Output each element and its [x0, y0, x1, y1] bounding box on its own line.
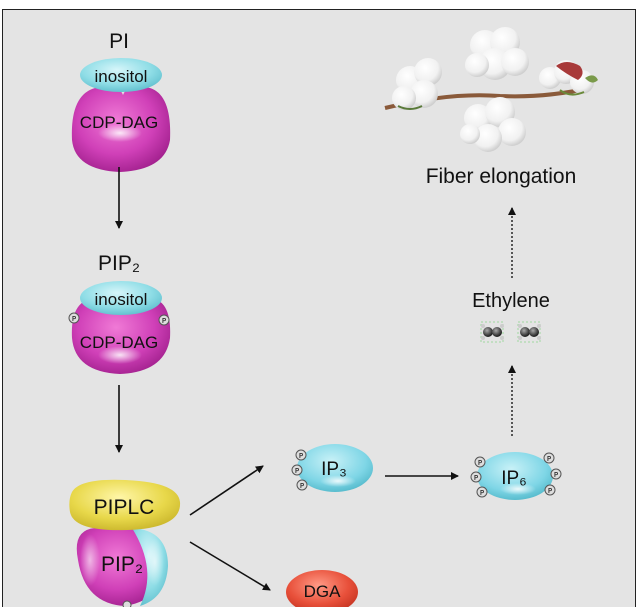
cotton-branch-illustration: [384, 27, 598, 152]
phosphate-icon: P: [550, 468, 562, 480]
cotton-boll-icon: [539, 60, 594, 96]
complex-shine-right: [146, 538, 164, 586]
phosphate-icon: P: [295, 449, 307, 461]
pip2-inositol-label: inositol: [95, 290, 148, 309]
phosphate-icon: [122, 600, 132, 607]
svg-text:P: P: [299, 452, 303, 460]
svg-text:P: P: [295, 467, 299, 475]
svg-text:P: P: [480, 489, 484, 497]
complex-shine-left: [80, 534, 100, 586]
ip3-molecule: IP₃ P P P: [291, 444, 373, 492]
dga-molecule: DGA: [286, 570, 358, 607]
pip2-title: PIP₂: [98, 252, 140, 275]
pip2-cdp-dag-label: CDP-DAG: [80, 333, 158, 352]
ethylene-group: Ethylene: [472, 290, 550, 343]
svg-text:P: P: [478, 459, 482, 467]
piplc-enzyme-blob: [69, 479, 181, 531]
svg-text:P: P: [162, 317, 166, 325]
fiber-elongation-label: Fiber elongation: [426, 165, 577, 188]
svg-text:P: P: [547, 455, 551, 463]
dga-blob: [286, 570, 358, 607]
ethylene-molecule-icon: [517, 321, 541, 343]
ip6-shine: [500, 483, 536, 495]
pi-molecule: PI inositol CDP-DAG: [71, 30, 171, 172]
pip2-shine: [98, 346, 142, 364]
cotton-boll-icon: [465, 27, 529, 80]
dga-label: DGA: [304, 582, 342, 601]
pi-inositol-ring: [80, 58, 162, 92]
cotton-boll-icon: [460, 97, 526, 152]
phosphate-icon: P: [544, 484, 556, 496]
phosphate-icon: P: [291, 464, 303, 476]
phosphate-icon: P: [474, 456, 486, 468]
ip6-molecule: IP₆ P P P P P P: [470, 452, 562, 500]
svg-text:P: P: [554, 471, 558, 479]
pip2-inositol-ring: [80, 281, 162, 315]
ip6-label: IP₆: [501, 468, 527, 489]
cotton-boll-icon: [392, 58, 442, 110]
pip2-cdp-dag-blob: [71, 296, 171, 374]
piplc-label: PIPLC: [94, 496, 155, 519]
phosphate-icon: P: [68, 312, 80, 324]
phosphate-icon: P: [158, 314, 170, 326]
pi-cdp-dag-label: CDP-DAG: [80, 113, 158, 132]
pi-title: PI: [109, 30, 129, 53]
ethylene-molecule-icon: [480, 321, 504, 343]
phosphate-icon: P: [296, 479, 308, 491]
pip2-molecule: PIP₂ inositol CDP-DAG P P: [68, 252, 171, 374]
ip3-label: IP₃: [321, 459, 347, 480]
ethylene-label: Ethylene: [472, 290, 550, 312]
arrow-complex-to-dga: [189, 541, 271, 591]
piplc-pip2-complex: PIPLC PIP₂: [69, 479, 181, 607]
svg-text:P: P: [300, 482, 304, 490]
complex-pip2-label: PIP₂: [101, 553, 143, 576]
pi-inositol-label: inositol: [95, 67, 148, 86]
svg-text:P: P: [474, 474, 478, 482]
pi-shine: [98, 124, 142, 142]
svg-text:P: P: [548, 487, 552, 495]
phosphate-icon: P: [476, 486, 488, 498]
svg-text:P: P: [72, 315, 76, 323]
arrow-complex-to-ip3: [189, 465, 264, 516]
ip3-shine: [320, 475, 356, 487]
phosphate-icon: P: [543, 452, 555, 464]
phosphate-icon: P: [470, 471, 482, 483]
